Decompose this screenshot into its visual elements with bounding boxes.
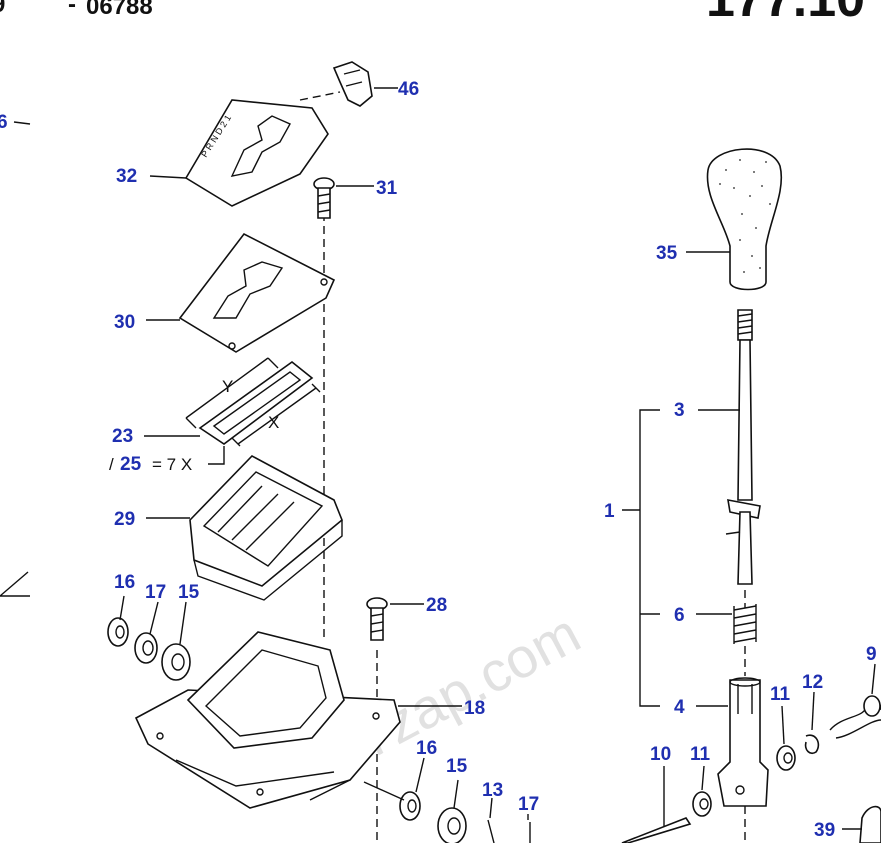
dimension-x: X [268,413,279,432]
part-23-gasket [185,357,321,447]
part-4-lever-base [717,677,769,807]
label-13: 13 [482,780,503,801]
label-39: 39 [814,820,835,841]
corner-label-left: 6 [0,112,8,133]
part-28-screw [366,597,388,641]
label-15-left: 15 [178,582,200,603]
label-17-left: 17 [145,582,166,603]
label-29: 29 [114,509,135,530]
label-25: 25 [120,454,142,475]
part-16-clip-lower [399,791,421,821]
part-29-shift-guide [189,455,343,601]
cutoff-part-fragment [0,571,30,597]
label-16-lower: 16 [416,738,437,759]
part-9-linkage [829,695,881,739]
label-46: 46 [398,79,419,100]
label-10: 10 [650,744,671,765]
label-12: 12 [802,672,823,693]
part-30-plate [178,232,336,353]
label-16-left: 16 [114,572,135,593]
label-4: 4 [674,697,685,718]
part-11-bushing-right [776,745,796,771]
assembly-bracket [639,409,660,707]
part-15-bushing-left [161,643,191,681]
label-28: 28 [426,595,447,616]
label-15-lower: 15 [446,756,468,777]
part-31-screw [313,177,335,219]
part-18-base-housing [134,631,401,809]
formula-prefix: / [109,455,114,474]
ref-prefix: - [68,0,76,18]
label-31: 31 [376,178,398,199]
reference-number: 06788 [86,0,153,20]
label-30: 30 [114,312,135,333]
part-46-clip [332,61,373,107]
label-3: 3 [674,400,685,421]
label-18: 18 [464,698,485,719]
dimension-formula: = 7 X [152,455,192,474]
part-11-bushing-lower [692,791,712,817]
part-17-washer-left [134,632,158,664]
label-6: 6 [674,605,685,626]
diagram-code: 177.10 [706,0,865,28]
part-32-shift-cover: P R N D 2 1 [184,99,329,207]
label-23: 23 [112,426,133,447]
part-35-shift-knob [706,148,783,291]
part-6-spring [733,604,757,644]
part-10-bolt [621,817,692,843]
part-15-bushing-lower [437,807,467,843]
part-12-clip [804,734,820,755]
part-39-grommet [859,805,881,843]
label-1: 1 [604,501,615,522]
label-11-right: 11 [770,684,791,705]
label-9: 9 [866,644,877,665]
dimension-y: Y [222,377,233,396]
label-32: 32 [116,166,137,187]
part-16-clip-left [107,617,129,647]
label-17-lower: 17 [518,794,539,815]
label-11-lower: 11 [690,744,711,765]
corner-label-top-left: 9 [0,0,5,18]
part-3-selector-lever [725,309,761,585]
label-35: 35 [656,243,678,264]
